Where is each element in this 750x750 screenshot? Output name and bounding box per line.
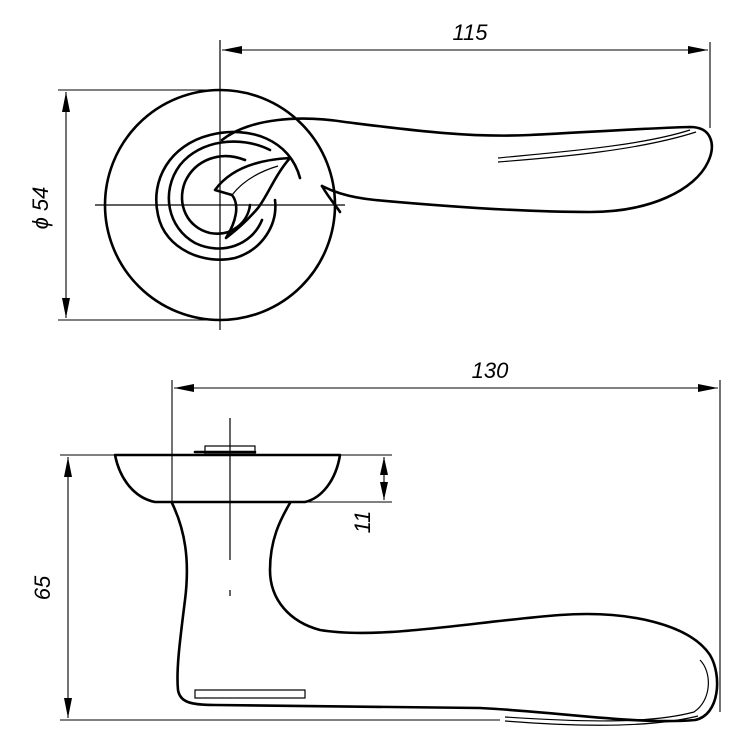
dim-130-arrow-right [698,384,718,392]
rosette-base-outline [113,453,342,504]
rosette-scroll-inner [180,154,252,235]
dim-65-label: 65 [30,575,55,600]
handle-lever-inner-edge [504,659,709,722]
top-view: 115 ϕ 54 [28,20,713,330]
lever-arm-outline [220,117,713,214]
leaf-ornament-inner [231,165,279,196]
side-view: 130 11 65 [30,358,721,726]
handle-lever-inner-edge-2 [504,715,699,726]
dim-54-label: ϕ 54 [28,187,53,230]
dim-115-arrow-right [688,46,708,54]
dim-11-label: 11 [350,511,375,534]
lever-neck-line [320,184,342,214]
dim-11-arrow-top [380,457,388,475]
dim-130-label: 130 [472,358,509,383]
lever-arm-edge-line-2 [497,131,697,163]
dim-65-arrow-bottom [64,698,72,718]
handle-base-plate [194,689,306,699]
rosette-scroll-outer [155,130,302,261]
handle-body-outline [170,501,719,723]
dim-54-arrow-top [62,92,70,112]
dim-11-arrow-bottom [380,482,388,500]
dim-65-arrow-top [64,457,72,477]
dim-54-arrow-bottom [62,298,70,318]
dim-115-arrow-left [222,46,242,54]
dim-115-label: 115 [452,20,488,45]
lever-arm-edge-line [497,129,691,159]
leaf-ornament [213,156,292,240]
dim-130-arrow-left [174,384,194,392]
